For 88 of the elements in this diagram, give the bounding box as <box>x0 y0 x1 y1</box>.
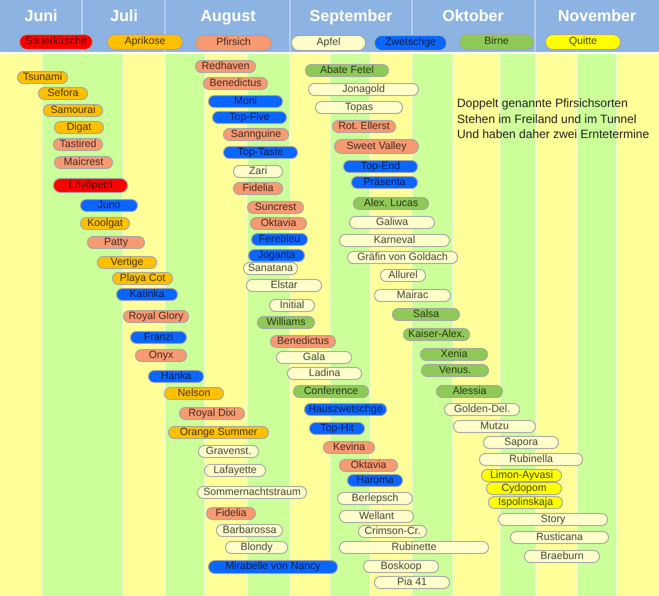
legend-key: Pfirsich <box>195 35 272 51</box>
variety-pill: Berlepsch <box>337 492 413 504</box>
variety-pill: Oktavia <box>339 458 398 472</box>
variety-pill: Golden-Del. <box>444 402 520 416</box>
variety-pill: Benedictus <box>270 334 336 348</box>
month-label: September <box>310 8 392 26</box>
variety-pill: Gravenst. <box>198 444 259 458</box>
variety-pill: Alessia <box>436 384 503 398</box>
variety-pill: Juno <box>80 198 138 212</box>
variety-pill: Orange Summer <box>168 426 269 438</box>
variety-pill: Sanatana <box>243 262 298 274</box>
variety-pill: Mairac <box>374 288 451 302</box>
variety-pill: Rusticana <box>510 530 609 544</box>
variety-pill: Top-End <box>343 160 418 172</box>
variety-pill: Sapora <box>483 436 559 448</box>
note-text: Doppelt genannte Pfirsichsorten Stehen im Freiland und im Tunnel Und haben daher zwei Erntetermine <box>457 96 650 142</box>
variety-pill: Kaiser-Alex. <box>403 328 470 340</box>
variety-pill: Sommernachtstraum <box>197 486 307 498</box>
variety-pill: Jonagold <box>308 82 419 96</box>
variety-pill: Hanka <box>148 370 204 382</box>
variety-pill: Top-Taste <box>223 146 298 158</box>
variety-pill: Präsenta <box>351 176 418 188</box>
variety-pill: Vertige <box>97 256 157 268</box>
variety-pill: Top-Five <box>212 110 287 124</box>
variety-pill: Alex. Lucas <box>353 196 429 210</box>
variety-pill: Braeburn <box>524 550 600 562</box>
variety-pill: Haroma <box>347 474 403 486</box>
variety-pill: Royal Dixi <box>179 406 245 420</box>
variety-pill: Salsa <box>392 308 460 320</box>
variety-pill: Joganta <box>248 248 305 262</box>
variety-pill: Boskoop <box>363 560 439 572</box>
month-label: Juni <box>24 8 58 26</box>
variety-pill: Mirabelle von Nancy <box>208 560 338 574</box>
variety-pill: Topas <box>315 100 403 114</box>
month-label: Oktober <box>442 8 504 26</box>
variety-pill: Crimson-Cr. <box>358 524 427 538</box>
variety-pill: Story <box>498 512 608 526</box>
variety-pill: Conference <box>293 384 369 398</box>
variety-pill: Karneval <box>339 234 450 246</box>
legend-key: Aprikose <box>107 34 183 50</box>
variety-pill: Katinka <box>116 288 178 300</box>
variety-pill: Franzi <box>130 330 187 344</box>
variety-pill: Williams <box>257 316 315 328</box>
variety-pill: Cydopom <box>486 482 562 494</box>
variety-pill: Blondy <box>225 540 288 554</box>
variety-pill: Rubinette <box>339 540 489 554</box>
variety-pill: Playa Cot <box>112 272 173 284</box>
variety-pill: Lafayette <box>204 464 266 476</box>
variety-pill: Maicrest <box>54 156 113 168</box>
variety-pill: Mutzu <box>453 420 536 432</box>
variety-pill: Top-Hit <box>309 422 365 434</box>
variety-pill: Rot. Ellerst <box>332 120 396 132</box>
variety-pill: Abate Fetel <box>305 64 389 76</box>
legend-key: Apfel <box>291 35 366 51</box>
variety-pill: Patty <box>87 236 145 248</box>
variety-pill: Barbarossa <box>216 524 283 536</box>
variety-pill: Venus. <box>421 364 489 376</box>
variety-pill: Nelson <box>164 386 224 400</box>
variety-pill: Galiwa <box>349 216 435 228</box>
legend-key: Quitte <box>545 34 621 50</box>
variety-pill: Gala <box>276 350 352 364</box>
legend-key: Sauerkirsche <box>19 34 93 50</box>
variety-pill: Hauszwetschge <box>304 402 387 416</box>
variety-pill: Redhaven <box>195 60 256 72</box>
variety-pill: Xenia <box>420 348 488 360</box>
variety-pill: Benedictus <box>203 76 268 90</box>
legend-key: Birne <box>459 34 534 50</box>
variety-pill: Ladina <box>287 366 362 380</box>
month-label: August <box>200 8 256 26</box>
variety-pill: Rubinella <box>479 452 583 466</box>
variety-pill: Sannguine <box>223 128 289 140</box>
variety-pill: Wellant <box>339 510 414 522</box>
variety-pill: Moni <box>208 94 283 108</box>
variety-pill: Gräfin von Goldach <box>347 250 458 264</box>
month-label: Juli <box>110 8 138 26</box>
variety-pill: Sweet Valley <box>334 138 419 154</box>
variety-pill: Elstar <box>246 278 322 292</box>
variety-pill: Ferebleu <box>251 232 308 246</box>
variety-pill: Oktavia <box>250 216 307 230</box>
variety-pill: Suncrest <box>247 200 304 214</box>
variety-pill: Royal Glory <box>123 310 189 322</box>
variety-pill: Pia 41 <box>374 576 450 588</box>
variety-pill: Limon-Ayvasi <box>481 468 562 482</box>
variety-pill: Samourai <box>43 104 103 116</box>
variety-pill: Ispolinskaja <box>488 496 563 508</box>
month-label: November <box>558 8 636 26</box>
legend-key: Zwetschge <box>374 35 447 51</box>
variety-pill: Lövöpetri <box>53 178 128 192</box>
